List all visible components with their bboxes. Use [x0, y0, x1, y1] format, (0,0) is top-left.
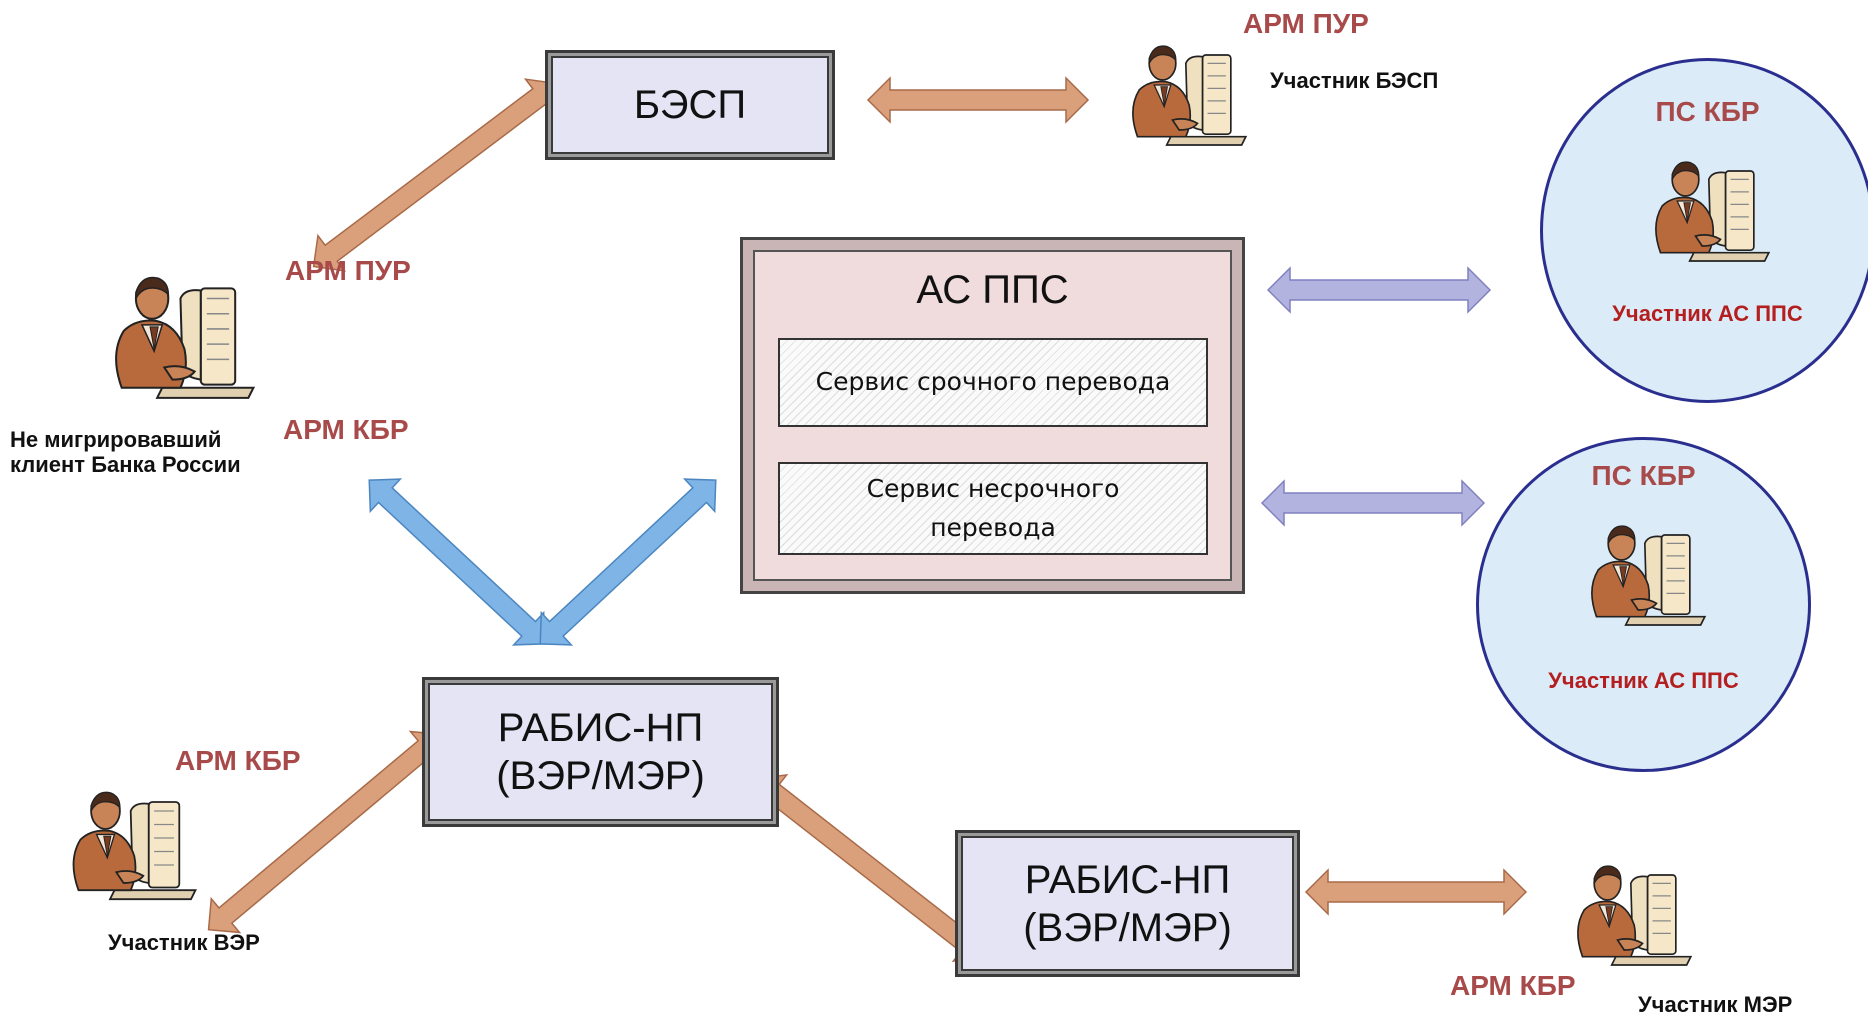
user-at-computer-icon: [1655, 161, 1771, 262]
service-nonurgent-box: Сервис несрочного перевода: [778, 462, 1208, 555]
service-nonurgent-label: Сервис несрочного перевода: [866, 473, 1120, 542]
participant-as-pps-1: Участник АС ППС: [1612, 301, 1803, 326]
participant-besp-label: Участник БЭСП: [1270, 68, 1439, 93]
ps-kbr-title-1: ПС КБР: [1655, 96, 1760, 127]
arm-kbr-label-mer: АРМ КБР: [1450, 970, 1576, 1001]
besp-label: БЭСП: [633, 83, 747, 127]
participant-as-pps-2: Участник АС ППС: [1548, 668, 1739, 693]
service-urgent-box: Сервис срочного перевода: [778, 338, 1208, 427]
ps-kbr-circle-1: ПС КБР Участник АС ППС: [1540, 58, 1868, 403]
as-pps-title: АС ППС: [916, 268, 1069, 312]
nonmigrated-client-label: Не мигрировавший клиент Банка России: [10, 427, 241, 477]
arrow-armkbr-rabis1: [368, 478, 546, 646]
arm-kbr-label-ver: АРМ КБР: [175, 745, 301, 776]
besp-box: БЭСП: [545, 50, 835, 160]
rabis-label-1: РАБИС-НП (ВЭР/МЭР): [496, 706, 705, 798]
user-at-computer-icon: [115, 276, 256, 399]
arrow-rabis2-mer: [1304, 868, 1528, 916]
user-at-computer-icon: [1132, 45, 1248, 146]
as-pps-box: АС ППС Сервис срочного перевода Сервис н…: [740, 237, 1245, 594]
participant-mer-label: Участник МЭР: [1638, 992, 1793, 1017]
arrow-besp-armpur: [312, 78, 558, 272]
rabis-box-2: РАБИС-НП (ВЭР/МЭР): [955, 830, 1300, 977]
rabis-label-2: РАБИС-НП (ВЭР/МЭР): [1023, 857, 1232, 950]
user-at-computer-icon: [1591, 525, 1707, 626]
arm-pur-label-top: АРМ ПУР: [1243, 8, 1369, 39]
ps-kbr-circle-2: ПС КБР Участник АС ППС: [1476, 437, 1811, 772]
arm-pur-label-left: АРМ ПУР: [285, 255, 411, 286]
rabis-box-1: РАБИС-НП (ВЭР/МЭР): [422, 677, 779, 827]
arrow-aspps-circle1: [1266, 266, 1492, 314]
ps-kbr-title-2: ПС КБР: [1591, 460, 1696, 491]
participant-ver-label: Участник ВЭР: [108, 930, 260, 955]
user-at-computer-icon: [72, 791, 197, 901]
user-at-computer-icon: [1577, 865, 1693, 966]
arrow-aspps-circle2: [1260, 479, 1486, 527]
arrow-aspps-rabis1: [539, 478, 717, 646]
arrow-besp-participant: [866, 76, 1090, 124]
service-urgent-label: Сервис срочного перевода: [815, 367, 1171, 397]
arm-kbr-label-left: АРМ КБР: [283, 414, 409, 445]
